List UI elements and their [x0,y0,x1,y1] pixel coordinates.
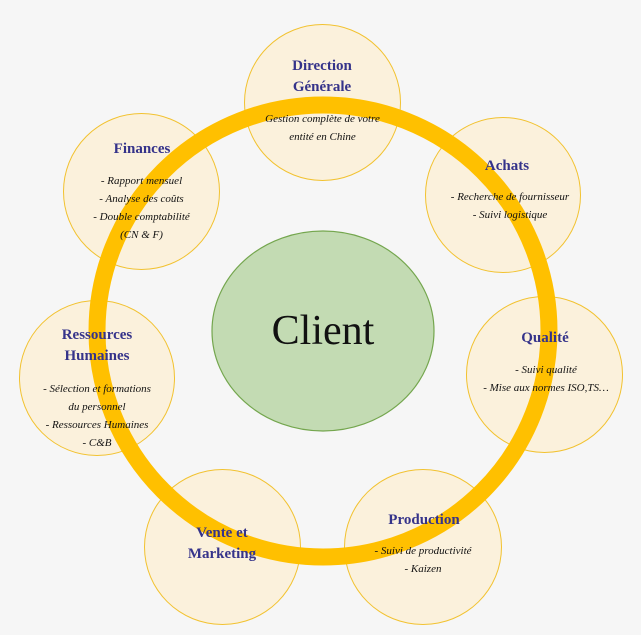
vente-marketing-title-line2: Marketing [187,546,257,562]
direction-generale-title: Direction Générale [248,56,396,98]
ressources-humaines-item: - Sélection et formations [43,383,151,395]
ressources-humaines-item: du personnel [68,401,126,413]
finances-title: Finances [113,141,171,157]
qualite-item: - Suivi qualité [515,364,577,376]
achats-item: - Suivi logistique [472,209,548,221]
qualite-item: - Mise aux normes ISO,TS… [483,382,609,394]
vente-marketing-title-line1: Vente et [196,525,248,541]
qualite-items: - Suivi qualité - Mise aux normes ISO,TS… [466,361,626,397]
client-label: Client [271,308,375,354]
ressources-humaines-item: - C&B [82,437,112,449]
achats-items: - Recherche de fournisseur - Suivi logis… [425,188,595,224]
vente-marketing-title: Vente et Marketing [151,523,293,565]
production-title: Production [388,512,460,528]
ressources-humaines-title-line1: Ressources [61,327,133,343]
finances-item: - Rapport mensuel [100,175,183,187]
finances-item: (CN & F) [120,229,163,241]
cycle-ring [88,96,558,566]
production-item: - Kaizen [404,563,442,575]
direction-generale-title-line1: Direction [292,58,352,74]
direction-generale-item: entité en Chine [289,131,356,143]
achats-item: - Recherche de fournisseur [450,191,570,203]
finances-item: - Double comptabilité [93,211,190,223]
qualite-title: Qualité [521,330,569,346]
finances-items: - Rapport mensuel - Analyse des coûts - … [63,172,220,244]
production-items: - Suivi de productivité - Kaizen [344,542,502,578]
production-item: - Suivi de productivité [374,545,472,557]
direction-generale-item: Gestion complète de votre [265,113,380,125]
achats-title: Achats [484,158,530,174]
ressources-humaines-items: - Sélection et formations du personnel -… [19,380,175,452]
direction-generale-title-line2: Générale [292,79,352,95]
client-circle [211,230,435,432]
ressources-humaines-title-line2: Humaines [64,348,130,364]
ressources-humaines-title: Ressources Humaines [26,325,168,367]
ressources-humaines-item: - Ressources Humaines [45,419,149,431]
direction-generale-items: Gestion complète de votre entité en Chin… [244,110,401,146]
finances-item: - Analyse des coûts [99,193,184,205]
